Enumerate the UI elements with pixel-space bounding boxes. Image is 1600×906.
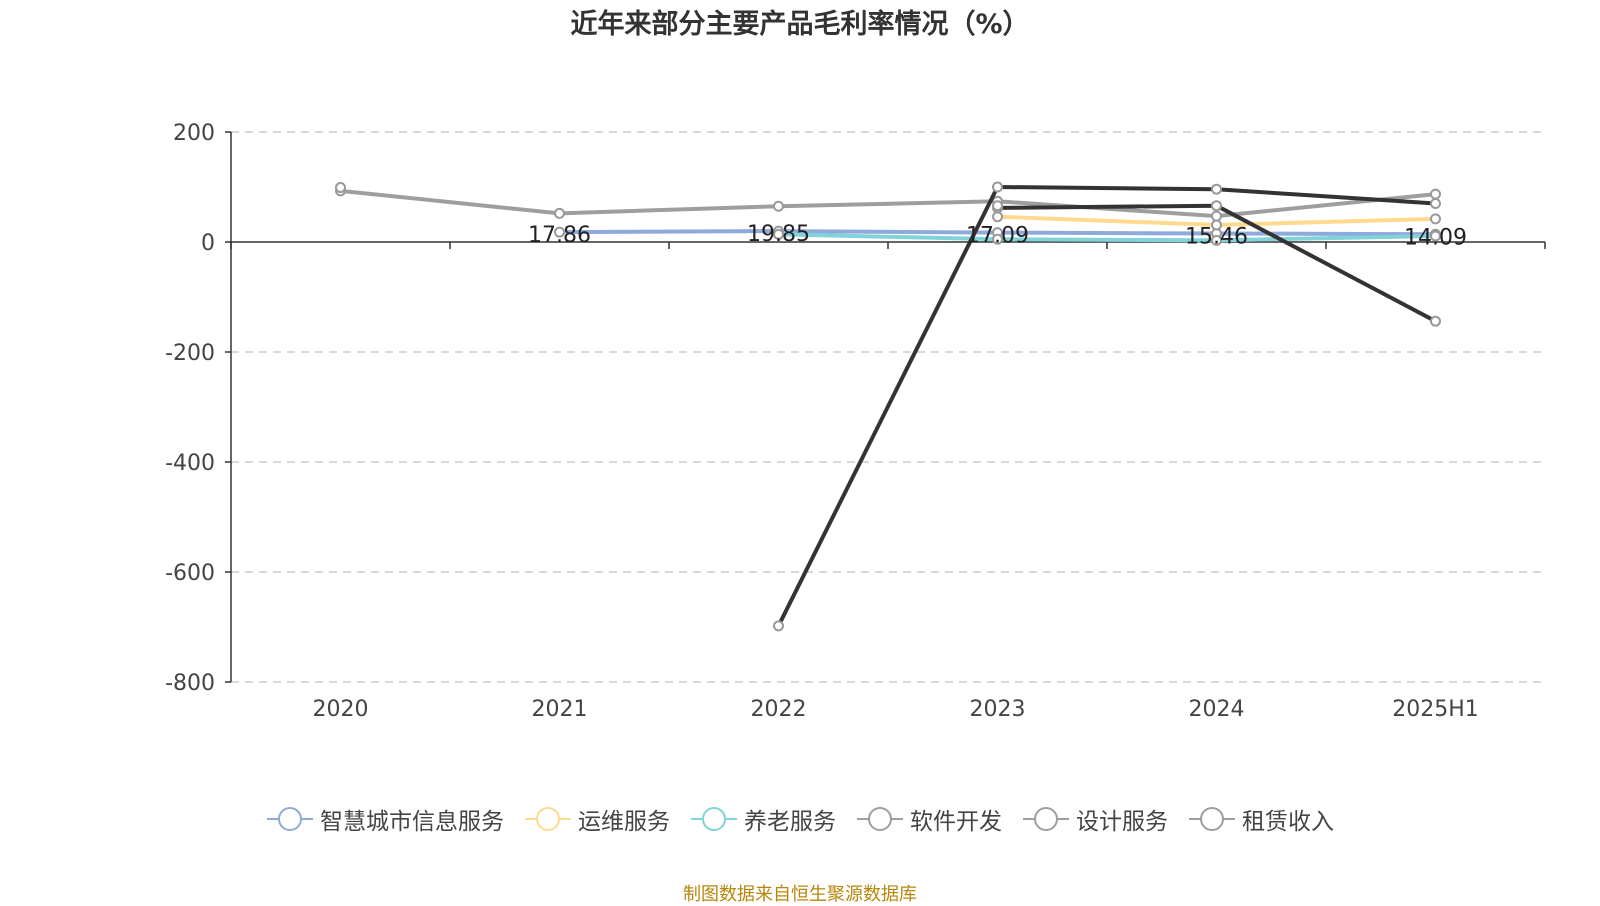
series-line: [778, 232, 1436, 243]
legend-circle-icon: [868, 807, 892, 831]
data-point: [773, 620, 784, 632]
source-note: 制图数据来自恒生聚源数据库: [683, 884, 917, 905]
legend-circle-icon: [1034, 807, 1058, 831]
x-tick-label: 2022: [751, 697, 807, 722]
data-point: [554, 226, 565, 238]
legend-item[interactable]: 设计服务: [1022, 802, 1168, 836]
grid-lines: [231, 131, 1545, 683]
x-tick-label: 2024: [1189, 697, 1245, 722]
data-point: [1430, 198, 1441, 209]
legend-circle-icon: [278, 807, 302, 831]
data-label: 15.46: [1185, 224, 1248, 249]
legend-item[interactable]: 智慧城市信息服务: [266, 802, 504, 836]
legend-item[interactable]: 租赁收入: [1188, 802, 1334, 836]
data-point: [773, 200, 784, 212]
y-tick-label: 200: [173, 121, 215, 146]
data-point: [1430, 213, 1441, 225]
legend-label: 运维服务: [578, 809, 670, 835]
data-point: [1430, 188, 1441, 200]
y-tick-label: -800: [165, 671, 215, 696]
legend-marker-icon: [525, 807, 571, 831]
legend-circle-icon: [1200, 807, 1224, 831]
y-tick-label: -200: [165, 341, 215, 366]
data-point: [554, 207, 565, 219]
y-tick-label: 0: [201, 231, 215, 256]
data-label: 19.85: [747, 222, 810, 247]
data-point: [1211, 200, 1222, 212]
legend-label: 养老服务: [744, 809, 836, 835]
data-labels: 17.86 19.85 17.09 15.46 14.09: [528, 222, 1467, 250]
legend-circle-icon: [536, 807, 560, 831]
data-point: [1430, 315, 1441, 327]
legend-marker-icon: [1189, 807, 1235, 831]
legend-circle-icon: [702, 807, 726, 831]
legend-marker-icon: [691, 807, 737, 831]
data-point: [1430, 230, 1441, 242]
legend-item[interactable]: 养老服务: [690, 802, 836, 836]
line-chart: 200 0 -200 -400 -600 -800 2020 2021 2022 2023 2024…: [165, 121, 1546, 722]
legend-marker-icon: [1023, 807, 1069, 831]
x-tick-label: 2021: [532, 697, 588, 722]
data-label: 17.86: [528, 223, 591, 248]
series-line: [340, 188, 1436, 219]
legend-marker-icon: [267, 807, 313, 831]
y-tick-label: -600: [165, 561, 215, 586]
y-tick-label: -400: [165, 451, 215, 476]
data-point: [1211, 210, 1222, 222]
data-point: [992, 200, 1003, 212]
series-lines: [335, 181, 1441, 632]
legend-item[interactable]: 软件开发: [856, 802, 1002, 836]
data-point: [773, 228, 784, 240]
chart-title: 近年来部分主要产品毛利率情况（%）: [570, 9, 1030, 40]
legend-item[interactable]: 运维服务: [524, 802, 670, 836]
x-tick-label: 2023: [970, 697, 1026, 722]
x-tick-label: 2020: [313, 697, 369, 722]
legend-label: 软件开发: [910, 809, 1002, 835]
legend-marker-icon: [857, 807, 903, 831]
series-line: [776, 185, 1436, 627]
legend-label: 智慧城市信息服务: [320, 809, 504, 835]
data-point: [1211, 183, 1222, 195]
data-label: 17.09: [966, 224, 1029, 249]
legend-label: 租赁收入: [1242, 809, 1334, 835]
legend: 智慧城市信息服务 运维服务 养老服务 软件开发 设计服务 租赁收入: [0, 802, 1600, 836]
x-tick-label: 2025H1: [1392, 697, 1479, 722]
data-point: [335, 182, 346, 194]
data-point: [992, 233, 1003, 245]
axes: 200 0 -200 -400 -600 -800 2020 2021 2022 2023 2024…: [165, 121, 1546, 722]
data-label: 14.09: [1404, 225, 1467, 250]
legend-label: 设计服务: [1076, 809, 1168, 835]
data-point: [1211, 234, 1222, 246]
data-point: [992, 181, 1003, 193]
data-point: [992, 211, 1003, 223]
